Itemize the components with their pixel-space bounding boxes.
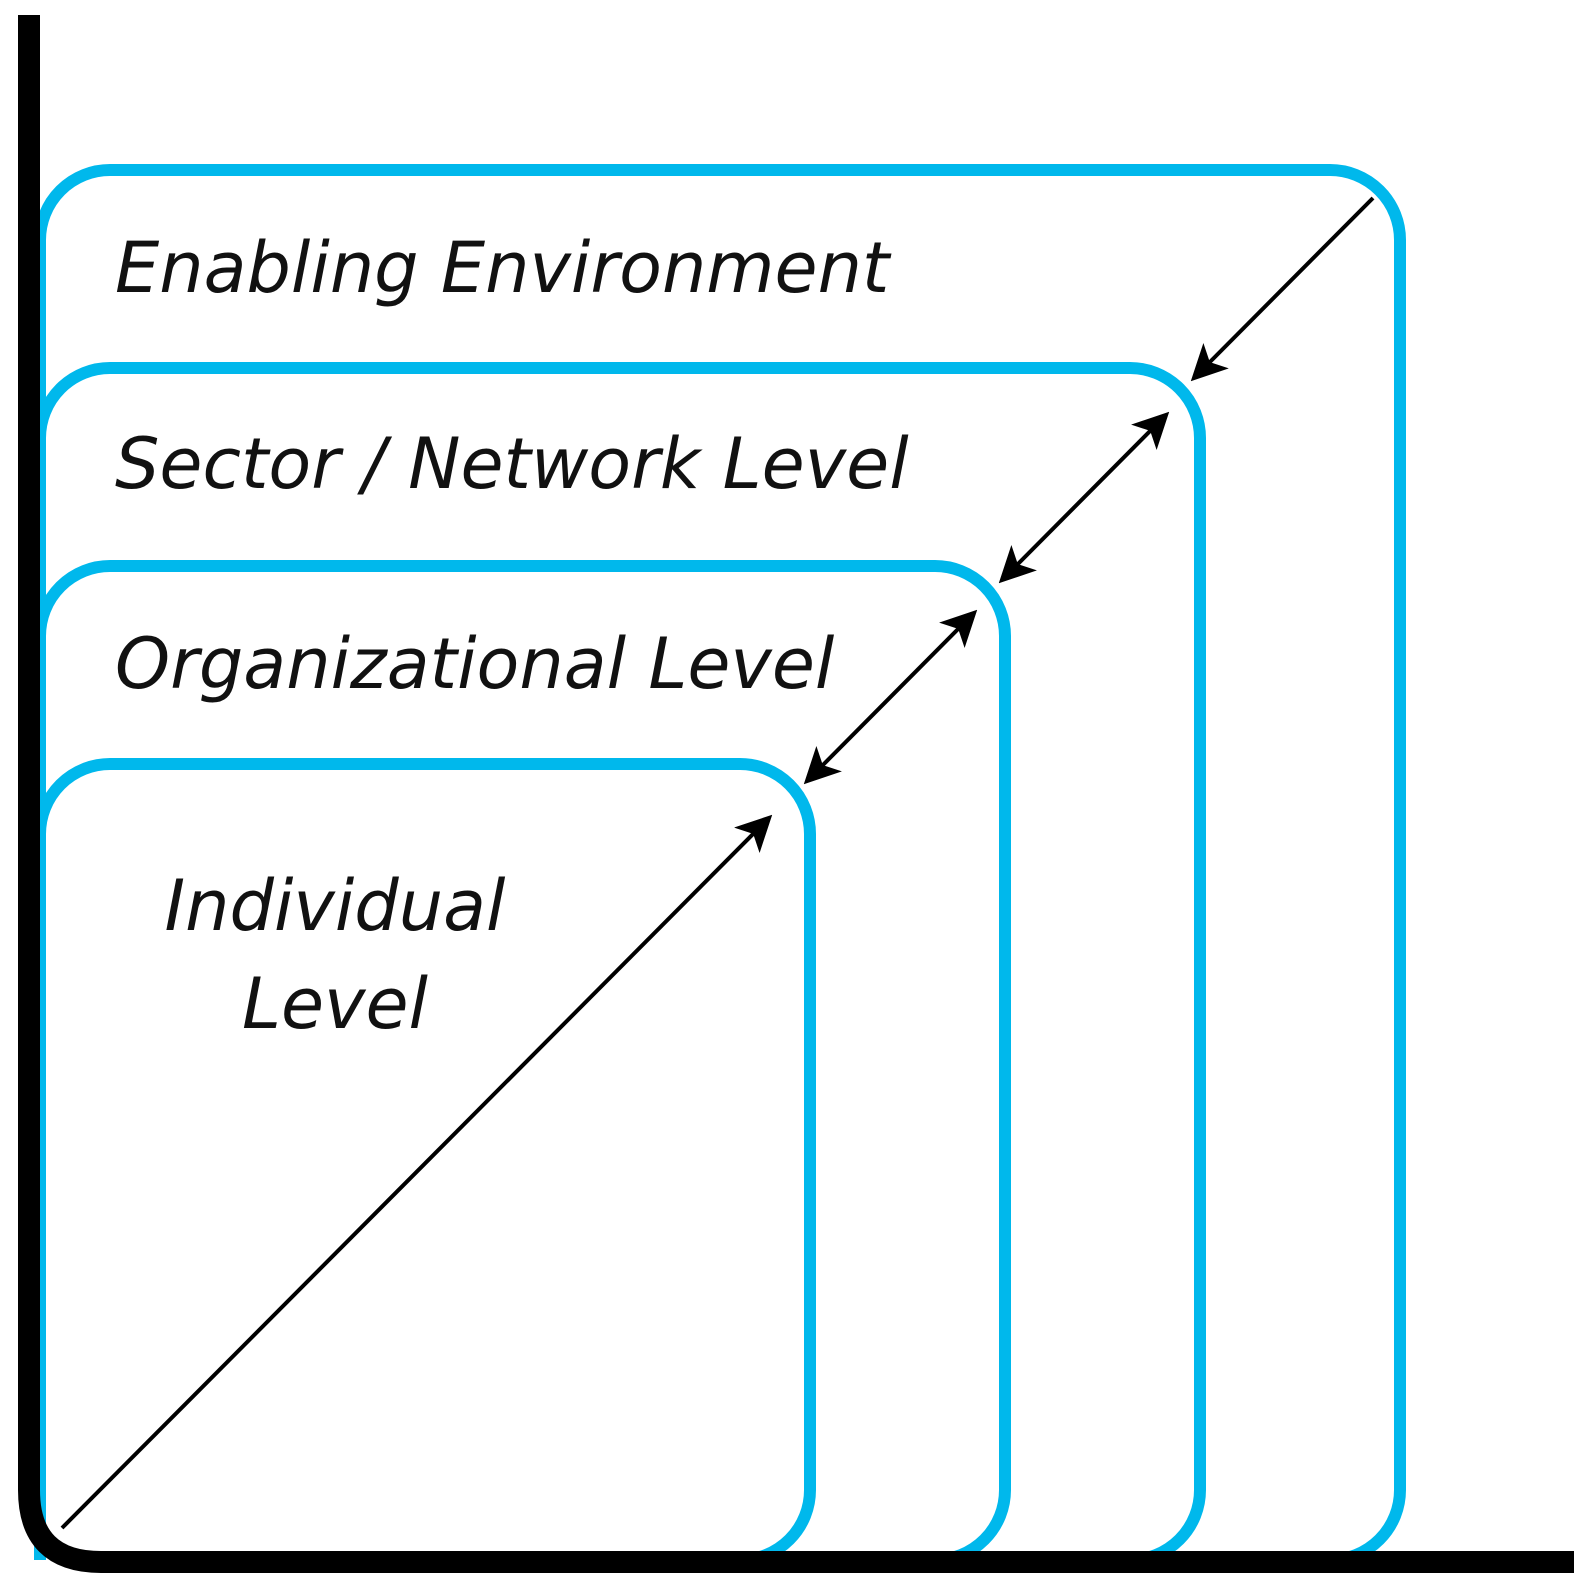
individual-level-label-line-2: Level [242, 963, 429, 1045]
organizational-level-label: Organizational Level [115, 623, 835, 705]
individual-level-box [34, 758, 816, 1566]
enabling-environment-box [34, 164, 1406, 1566]
organizational-level-box [34, 560, 1011, 1566]
arrow-organizational-sector [998, 411, 1170, 584]
enabling-environment-label: Enabling Environment [115, 227, 892, 309]
arrow-individual-organizational [803, 609, 978, 785]
arrow-enabling-to-sector [1190, 196, 1375, 382]
arrow-origin-to-individual [60, 814, 773, 1530]
individual-level-label-line-1: Individual [165, 865, 506, 947]
sector-network-level-box [34, 362, 1206, 1566]
axes [18, 15, 1574, 1573]
sector-network-level-label: Sector / Network Level [115, 423, 909, 505]
